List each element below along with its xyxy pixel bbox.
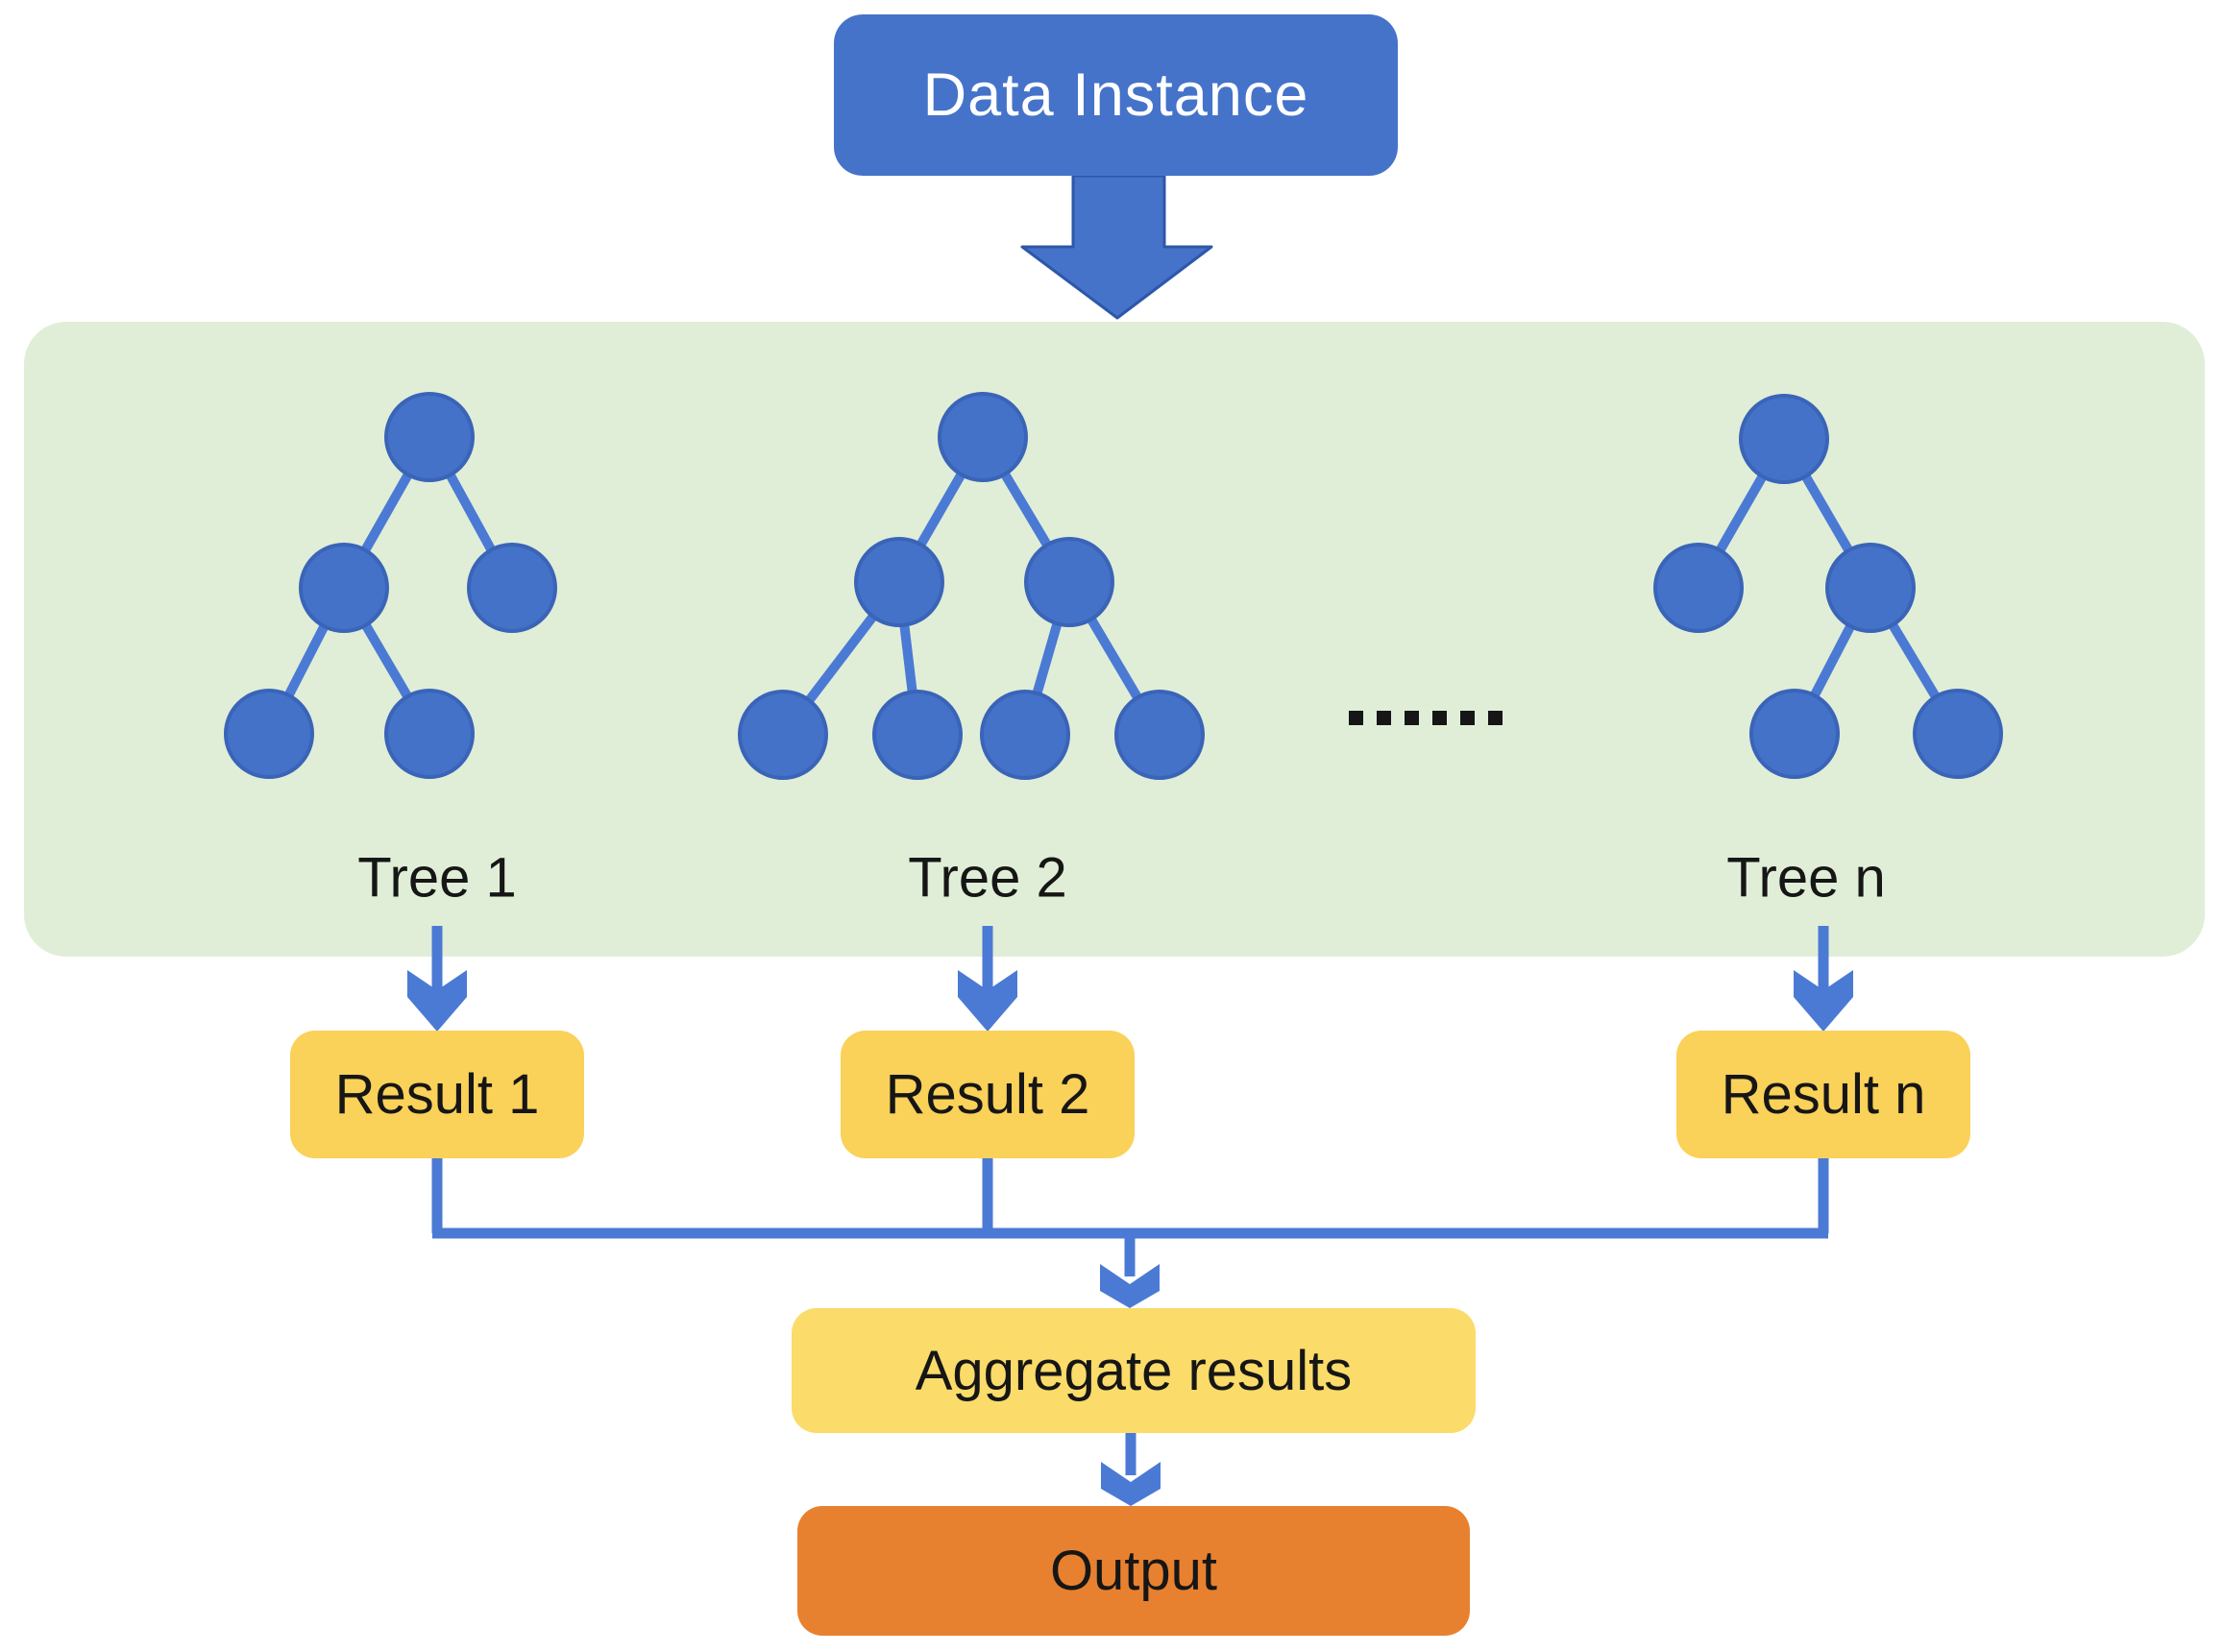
ellipsis-dot: [1349, 711, 1363, 725]
aggregate-results-label: Aggregate results: [915, 1339, 1353, 1402]
data-instance-box: Data Instance: [834, 14, 1398, 176]
ellipsis-dots: [1349, 711, 1503, 725]
result-2-box: Result 2: [841, 1031, 1135, 1158]
ellipsis-dot: [1460, 711, 1475, 725]
ellipsis-dot: [1377, 711, 1391, 725]
result-1-label: Result 1: [334, 1063, 540, 1126]
result-n-label: Result n: [1721, 1063, 1926, 1126]
data-instance-arrow-icon: [1020, 174, 1213, 320]
result-2-label: Result 2: [885, 1063, 1090, 1126]
tree-2-label: Tree 2: [908, 846, 1067, 910]
output-box: Output: [797, 1506, 1470, 1636]
data-instance-label: Data Instance: [922, 61, 1309, 129]
ellipsis-dot: [1432, 711, 1447, 725]
ellipsis-dot: [1405, 711, 1419, 725]
connector-to-aggregate-arrow-icon: [1100, 1233, 1160, 1308]
tree-n-label: Tree n: [1726, 846, 1886, 910]
tree-1-label: Tree 1: [357, 846, 517, 910]
results-connector-line: [431, 1158, 1829, 1239]
aggregate-results-box: Aggregate results: [792, 1308, 1476, 1433]
ellipsis-dot: [1488, 711, 1503, 725]
aggregate-to-output-arrow-icon: [1101, 1433, 1161, 1506]
output-label: Output: [1049, 1540, 1218, 1602]
result-1-box: Result 1: [290, 1031, 584, 1158]
result-n-box: Result n: [1676, 1031, 1970, 1158]
